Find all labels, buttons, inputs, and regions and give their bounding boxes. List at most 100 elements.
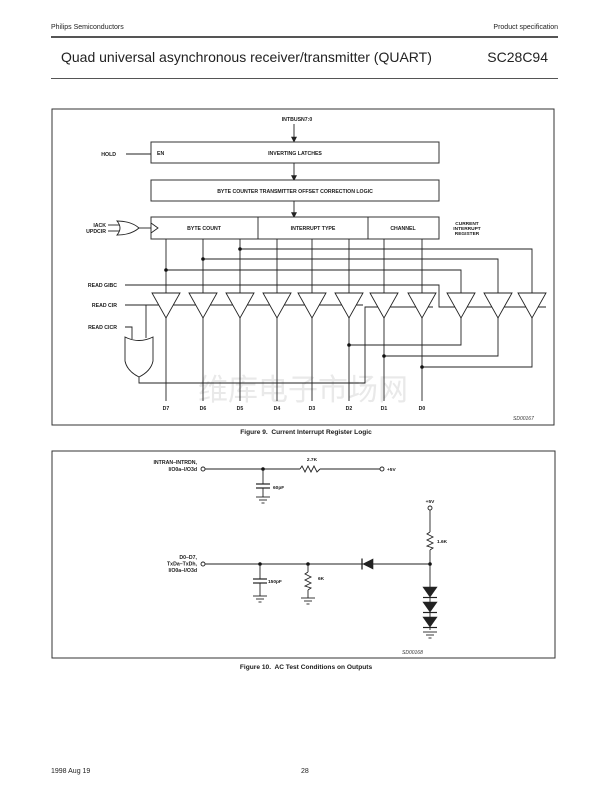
tristate-buffer-d1 [369,292,399,319]
output-label-d4: D4 [274,406,281,412]
tristate-buffer-d3 [297,292,327,319]
wire [203,258,499,293]
supply-label: +5V [387,467,396,473]
header-doc-type: Product specification [493,24,558,31]
figure-10-caption: Figure 10. AC Test Conditions on Outputs [239,664,373,671]
diode-icon [422,586,438,598]
output-label-d5: D5 [237,406,244,412]
part-number: SC28C94 [487,49,548,65]
diode-icon [361,558,374,570]
register-field-interrupt-type: INTERRUPT TYPE [291,226,336,232]
register-name-line-1: CURRENT [455,221,479,227]
tristate-buffer-gibc-1 [483,292,513,319]
register-field-channel: CHANNEL [390,226,416,232]
or-gate-icon [116,220,140,236]
junction-dot [164,268,168,272]
input2-label-line-2: TxDa–TxDh, [167,562,198,568]
diode-icon [422,601,438,613]
updcir-label: UPDCIR [86,229,106,235]
tristate-buffer-gibc-0 [517,292,547,319]
output-label-d2: D2 [346,406,353,412]
junction-dot [382,354,386,358]
title-rule [51,77,558,79]
header-rule [51,36,558,38]
read-cicr-label: READ CICR [88,325,117,331]
arrow-down-icon [291,175,297,182]
junction-dot [420,365,424,369]
tristate-buffer-d4 [262,292,292,319]
intbus-label: INTBUSN7:0 [282,117,313,123]
input1-label-line-1: INTRAN–INTRDN, [153,460,197,466]
ground-icon [423,631,437,639]
diode-icon [422,616,438,628]
document-title: Quad universal asynchronous receiver/tra… [61,49,432,65]
data-output-wires [165,318,533,401]
figure-10-ac-test-conditions: INTRAN–INTRDN, I/O0a–I/O3d 60pF 2.7K +5V… [51,450,556,659]
capacitor-150pf-label: 150pF [268,579,282,585]
resistor-icon [303,571,313,591]
tristate-buffers [151,292,547,319]
tristate-buffer-d6 [188,292,218,319]
resistor-1-6k-label: 1.6K [437,539,448,545]
or-gate-icon [124,336,154,378]
header-company: Philips Semiconductors [51,24,124,31]
clock-input-icon [150,222,159,234]
wire [240,248,533,293]
capacitor-icon [256,469,270,497]
tristate-buffer-d2 [334,292,364,319]
junction-dot [201,257,205,261]
inverting-latches-block [150,141,440,164]
register-field-byte-count: BYTE COUNT [187,226,222,232]
figure-9-frame [51,108,555,426]
hold-label: HOLD [101,152,116,158]
output-label-d7: D7 [163,406,170,412]
register-name-line-2: INTERRUPT [453,226,481,232]
diode-stack-icon [422,586,438,629]
terminal-icon [200,561,206,567]
read-gibc-wire [125,284,546,308]
terminal-icon [427,505,433,511]
figure-10-frame [51,450,556,659]
read-cicr-wire [125,326,133,339]
resistor-icon [299,464,321,474]
wire [349,318,462,346]
wire [422,318,533,368]
page-number: 28 [301,768,309,775]
resistor-2-7k-label: 2.7K [307,457,318,463]
terminal-icon [200,466,206,472]
tristate-buffer-d7 [151,292,181,319]
byte-counter-logic-label: BYTE COUNTER TRANSMITTER OFFSET CORRECTI… [217,189,373,195]
output-label-d0: D0 [419,406,426,412]
inverting-latches-label: INVERTING LATCHES [268,151,322,157]
register-name-line-3: REGISTER [455,231,480,237]
output-label-d3: D3 [309,406,316,412]
drawing-id: SD00168 [402,650,423,656]
byte-count-bus-wires [164,247,533,293]
output-label-d1: D1 [381,406,388,412]
capacitor-60pf-label: 60pF [273,485,284,491]
arrow-down-icon [291,136,297,143]
iack-label: IACK [93,223,106,229]
supply-label: +5V [426,499,435,505]
terminal-icon [379,466,385,472]
resistor-icon [425,531,435,551]
read-gibc-label: READ GIBC [88,283,117,289]
read-cir-label: READ CIR [92,303,117,309]
wire [166,269,462,293]
capacitor-icon [253,564,267,596]
input2-label-line-1: D0–D7, [179,555,197,561]
figure-9-current-interrupt-register-logic: 维库电子市场网 INTBUSN7:0 EN INVERTING LATCHES … [51,108,555,426]
en-label: EN [157,151,164,157]
footer-date: 1998 Aug 19 [51,768,91,775]
ground-icon [253,595,267,603]
wire [384,318,499,357]
output-label-d6: D6 [200,406,207,412]
watermark: 维库电子市场网 [198,373,408,408]
tristate-buffer-gibc-2 [446,292,476,319]
byte-counter-logic-block [150,179,440,202]
ground-icon [256,496,270,504]
tristate-buffer-d0 [407,292,437,319]
input1-label-line-2: I/O0a–I/O3d [168,467,197,473]
resistor-6k-label: 6K [318,576,325,582]
